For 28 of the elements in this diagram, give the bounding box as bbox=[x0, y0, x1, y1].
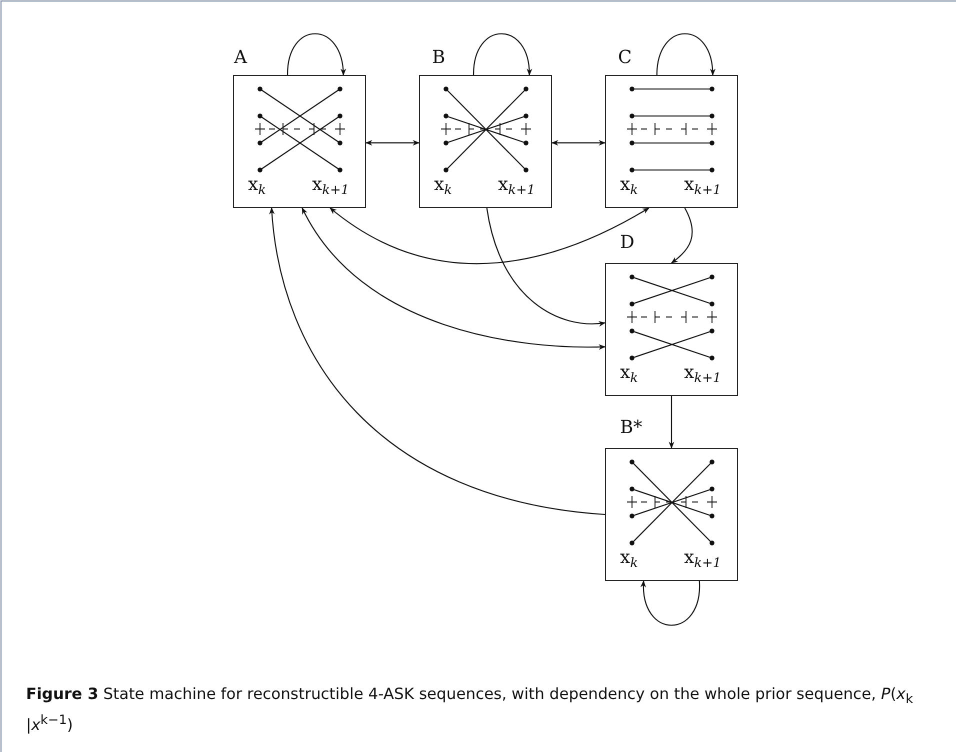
arrow bbox=[551, 140, 606, 146]
arrow bbox=[330, 208, 650, 264]
symbol-label: x$_{k}$ bbox=[620, 176, 638, 197]
arrow bbox=[302, 207, 606, 350]
symbol-label: x$_{k}$ bbox=[434, 176, 452, 197]
symbol-label: x$_{k+1}$ bbox=[312, 176, 350, 197]
symbol-label: x$_{k}$ bbox=[620, 549, 638, 570]
arrow bbox=[269, 207, 606, 516]
symbol-label: x$_{k}$ bbox=[620, 364, 638, 385]
state-label: A bbox=[234, 49, 247, 67]
arrow bbox=[486, 208, 606, 326]
figure-caption: Figure 3 State machine for reconstructible 4-ASK sequences, with dependency on the whole prior sequence, P(x$_{k}$ |x$^{k−1}$) bbox=[26, 684, 914, 736]
arrow bbox=[640, 580, 700, 626]
symbol-label: x$_{k}$ bbox=[248, 176, 266, 197]
arrow bbox=[668, 396, 674, 449]
arrow bbox=[670, 208, 693, 264]
symbol-label: x$_{k+1}$ bbox=[684, 549, 722, 570]
arrow bbox=[286, 33, 346, 76]
symbol-label: x$_{k+1}$ bbox=[684, 176, 722, 197]
state-label: B bbox=[432, 49, 446, 67]
state-label: C bbox=[618, 49, 632, 67]
state-label: B* bbox=[620, 419, 642, 437]
arrow bbox=[472, 33, 532, 76]
symbol-label: x$_{k+1}$ bbox=[498, 176, 536, 197]
symbol-label: x$_{k+1}$ bbox=[684, 364, 722, 385]
state-label: D bbox=[620, 234, 634, 252]
arrow bbox=[365, 140, 420, 146]
arrow bbox=[656, 33, 715, 76]
